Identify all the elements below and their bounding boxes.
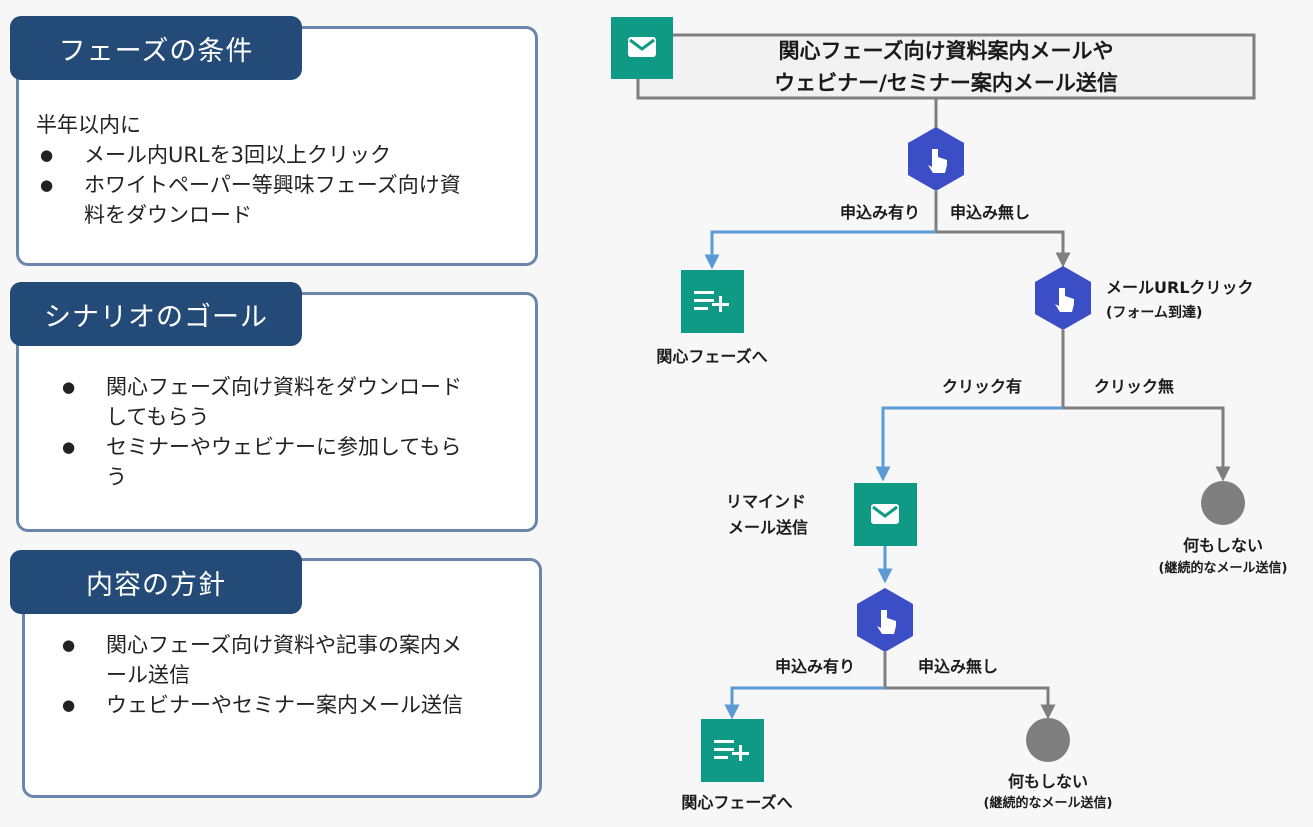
touch-icon — [908, 127, 964, 191]
list-item: 関心フェーズ向け資料や記事の案内メール送信 — [58, 630, 478, 690]
goal-list: 関心フェーズ向け資料をダウンロードしてもらう セミナーやウェビナーに参加してもら… — [58, 372, 478, 492]
list-add-icon — [681, 270, 744, 333]
goal-title: シナリオのゴール — [10, 282, 302, 346]
yes-line — [704, 230, 936, 270]
goal-body: 関心フェーズ向け資料をダウンロードしてもらう セミナーやウェビナーに参加してもら… — [58, 372, 478, 492]
check2-label-line1: メールURLクリック — [1106, 278, 1254, 297]
yes-line — [875, 406, 1063, 482]
conditions-list: メール内URLを3回以上クリック ホワイトペーパー等興味フェーズ向け資料をダウン… — [36, 140, 506, 230]
yes-line — [724, 686, 885, 720]
check2-label-line2: (フォーム到達) — [1106, 304, 1202, 321]
no-line — [1063, 406, 1231, 482]
start-box — [636, 33, 1256, 100]
list-item: メール内URLを3回以上クリック — [36, 140, 506, 170]
no-line — [885, 686, 1056, 720]
list-item: 関心フェーズ向け資料をダウンロードしてもらう — [58, 372, 478, 432]
move1-label: 関心フェーズへ — [656, 347, 767, 366]
policy-list: 関心フェーズ向け資料や記事の案内メール送信 ウェビナーやセミナー案内メール送信 — [58, 630, 478, 720]
nothing1-label-line2: (継続的なメール送信) — [1159, 560, 1288, 576]
nothing2-label-line1: 何もしない — [1008, 772, 1088, 791]
branch2-yes-label: クリック有 — [942, 377, 1022, 396]
branch2-no-label: クリック無 — [1094, 377, 1174, 396]
branch3-no-label: 申込み無し — [918, 657, 998, 676]
start-label-line1: 関心フェーズ向け資料案内メールや — [779, 39, 1114, 63]
touch-icon — [857, 588, 913, 652]
move2-label: 関心フェーズへ — [681, 793, 792, 812]
nothing2-label-line2: (継続的なメール送信) — [984, 795, 1113, 811]
branch3-yes-label: 申込み有り — [775, 657, 855, 676]
policy-title: 内容の方針 — [10, 550, 302, 614]
list-item: ホワイトペーパー等興味フェーズ向け資料をダウンロード — [36, 170, 506, 230]
end-circle — [1201, 481, 1245, 525]
conditions-title: フェーズの条件 — [10, 16, 302, 80]
mail-icon — [611, 17, 673, 79]
list-item: セミナーやウェビナーに参加してもらう — [58, 432, 478, 492]
end-circle — [1026, 718, 1070, 762]
start-label-line2: ウェビナー/セミナー案内メール送信 — [774, 71, 1118, 95]
conditions-body: 半年以内に メール内URLを3回以上クリック ホワイトペーパー等興味フェーズ向け… — [36, 110, 506, 230]
mail-icon — [854, 483, 917, 546]
nothing1-label-line1: 何もしない — [1183, 536, 1263, 555]
branch1-yes-label: 申込み有り — [840, 203, 920, 222]
remind-label-line2: メール送信 — [728, 518, 808, 537]
policy-body: 関心フェーズ向け資料や記事の案内メール送信 ウェビナーやセミナー案内メール送信 — [58, 630, 478, 720]
list-item: ウェビナーやセミナー案内メール送信 — [58, 690, 478, 720]
no-line — [936, 230, 1071, 268]
branch1-no-label: 申込み無し — [950, 203, 1030, 222]
touch-icon — [1035, 266, 1091, 330]
list-add-icon — [701, 719, 764, 782]
remind-label-line1: リマインド — [726, 492, 806, 511]
conditions-intro: 半年以内に — [36, 113, 141, 137]
